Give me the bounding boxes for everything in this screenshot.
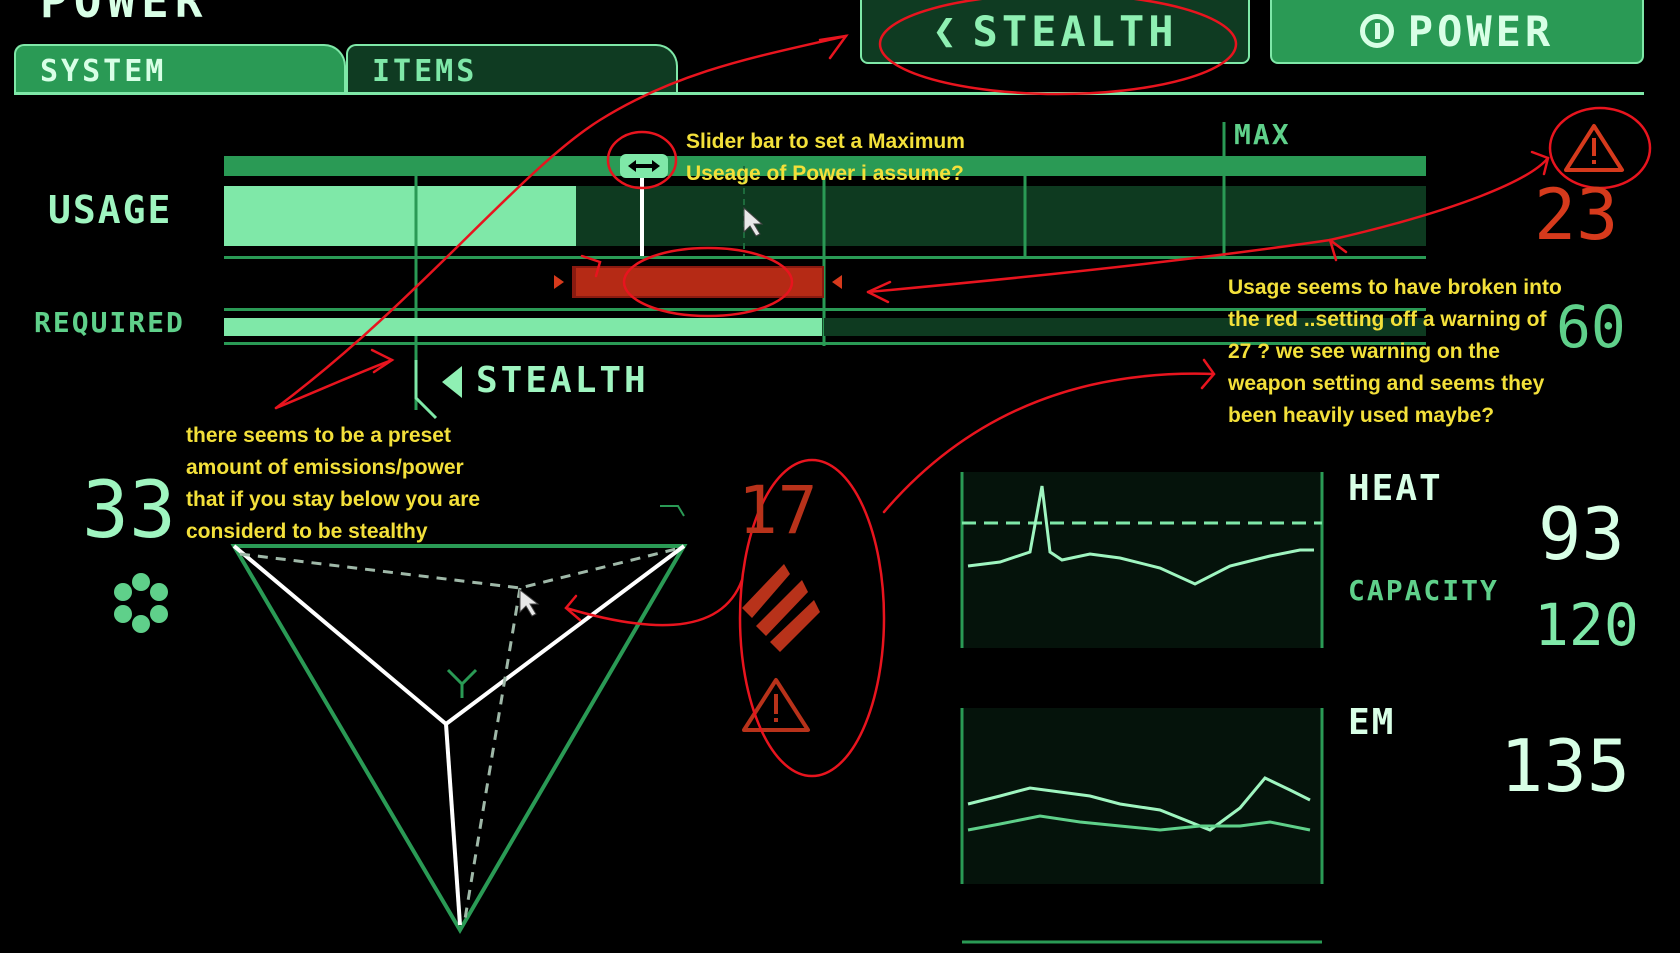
heat-value: 93 (1538, 492, 1625, 576)
annotation-slider-note: Slider bar to set a Maximum Useage of Po… (686, 130, 965, 185)
usage-bar-fill (224, 186, 576, 246)
capacity-value: 120 (1534, 591, 1639, 659)
ammo-icon (742, 564, 820, 652)
warning-value: 23 (1534, 174, 1619, 256)
power-button-label: POWER (1407, 6, 1555, 56)
capacity-label: CAPACITY (1348, 574, 1499, 607)
annotation-stealth-note: there seems to be a preset amount of emi… (186, 424, 481, 543)
required-bar-fill (224, 318, 822, 336)
tab-underline (14, 92, 1644, 95)
heat-label: HEAT (1348, 468, 1443, 509)
weapon-value: 17 (738, 472, 818, 549)
warning-triangle-icon (742, 678, 810, 732)
mouse-cursor-icon (519, 588, 540, 617)
stealth-button-label: STEALTH (972, 6, 1178, 56)
tab-system[interactable]: SYSTEM (14, 44, 346, 92)
stealth-chevron-icon (442, 366, 462, 398)
em-label: EM (1348, 702, 1396, 743)
mouse-cursor-icon (743, 206, 764, 237)
tab-items[interactable]: ITEMS (346, 44, 678, 92)
em-graph (960, 708, 1324, 944)
heat-graph (960, 472, 1324, 648)
emission-score: 33 (82, 466, 176, 556)
power-icon (1359, 14, 1394, 48)
emission-triangle-chart (230, 505, 688, 934)
annotation-ink (274, 0, 1652, 778)
stealth-threshold-label: STEALTH (476, 360, 649, 401)
slider-handle-icon (620, 154, 668, 178)
max-label: MAX (1234, 118, 1291, 151)
required-label: REQUIRED (34, 306, 185, 339)
warning-triangle-icon (1564, 124, 1624, 172)
em-value: 135 (1500, 724, 1631, 808)
usage-label: USAGE (48, 188, 173, 232)
power-mode-button[interactable]: POWER (1270, 0, 1644, 64)
page-title: POWER (40, 0, 209, 28)
hexagon-cluster-icon (114, 573, 168, 633)
required-value: 60 (1556, 293, 1626, 361)
stealth-chevron-icon: ❮ (932, 8, 961, 54)
annotation-usage-note: Usage seems to have broken into the red … (1228, 276, 1562, 427)
